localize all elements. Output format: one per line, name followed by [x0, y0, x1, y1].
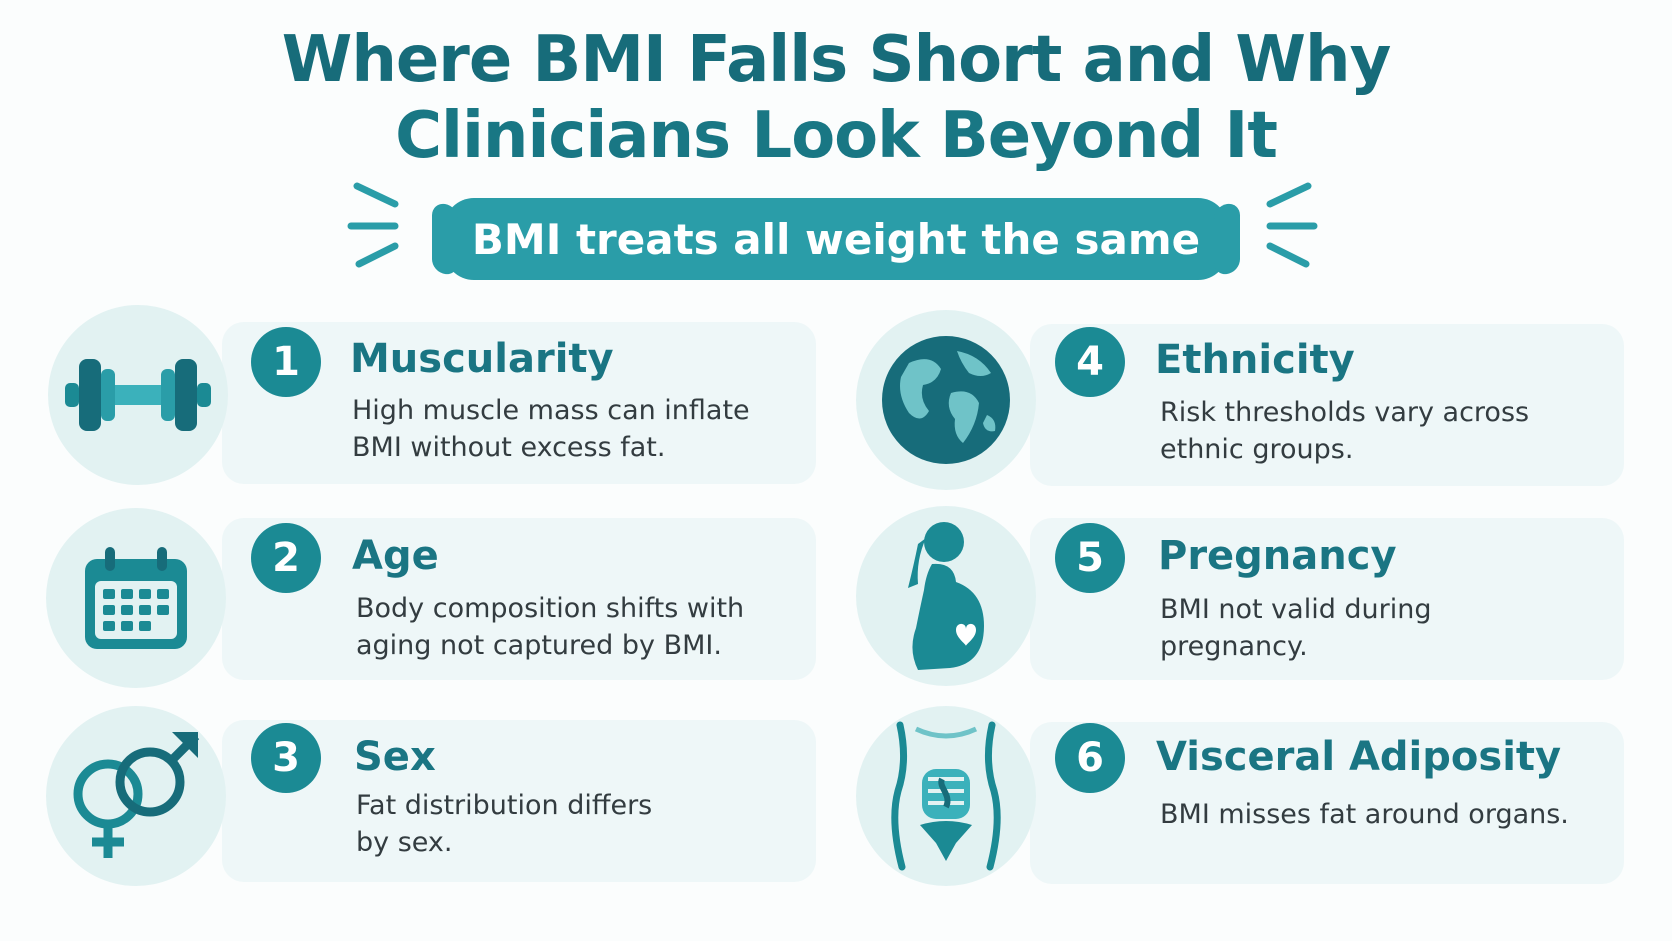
number-badge-5: 5 — [1055, 523, 1125, 593]
item-card-muscularity — [222, 322, 816, 484]
item-title-muscularity: Muscularity — [350, 336, 614, 382]
number-badge-1: 1 — [251, 327, 321, 397]
pregnant-woman-icon — [908, 522, 984, 670]
item-description-muscularity: High muscle mass can inflate BMI without… — [352, 395, 750, 463]
icon-circle-pregnancy — [856, 506, 1036, 686]
item-title-age: Age — [352, 533, 439, 579]
item-card-sex — [222, 720, 816, 882]
subtitle-banner: BMI treats all weight the same — [444, 198, 1228, 280]
item-card-visceral-adiposity — [1030, 722, 1624, 884]
icon-circle-ethnicity — [856, 310, 1036, 490]
item-title-sex: Sex — [354, 734, 436, 780]
right-burst-decoration — [1266, 182, 1318, 268]
banner-text: BMI treats all weight the same — [471, 214, 1201, 264]
icon-circle-age — [46, 508, 226, 688]
icon-circle-sex — [46, 706, 226, 886]
number-badge-3: 3 — [251, 723, 321, 793]
item-title-ethnicity: Ethnicity — [1155, 337, 1355, 383]
number-badge-4: 4 — [1055, 327, 1125, 397]
item-card-age — [222, 518, 816, 680]
item-title-pregnancy: Pregnancy — [1158, 533, 1397, 579]
title-line-2: Clinicians Look Beyond It — [395, 99, 1278, 173]
item-description-age: Body composition shifts with aging not c… — [356, 593, 745, 661]
calendar-icon — [85, 547, 187, 649]
item-description-pregnancy: BMI not valid during pregnancy. — [1160, 594, 1432, 662]
item-description-sex: Fat distribution differs by sex. — [356, 790, 653, 858]
item-card-pregnancy — [1030, 518, 1624, 680]
abdomen-organs-icon — [891, 721, 1001, 871]
icon-circle-muscularity — [48, 305, 228, 485]
page-title: Where BMI Falls Short and Why Clinicians… — [0, 22, 1672, 174]
number-badge-6: 6 — [1055, 723, 1125, 793]
title-line-1: Where BMI Falls Short and Why — [281, 23, 1392, 97]
left-burst-decoration — [347, 182, 399, 268]
globe-icon — [882, 336, 1010, 464]
item-card-ethnicity — [1030, 324, 1624, 486]
number-badge-2: 2 — [251, 523, 321, 593]
item-title-visceral-adiposity: Visceral Adiposity — [1156, 734, 1562, 780]
icon-circle-visceral-adiposity — [856, 706, 1036, 886]
dumbbell-icon — [65, 359, 211, 431]
item-description-visceral-adiposity: BMI misses fat around organs. — [1160, 799, 1569, 830]
item-description-ethnicity: Risk thresholds vary across ethnic group… — [1160, 397, 1530, 465]
gender-symbols-icon — [73, 732, 200, 858]
